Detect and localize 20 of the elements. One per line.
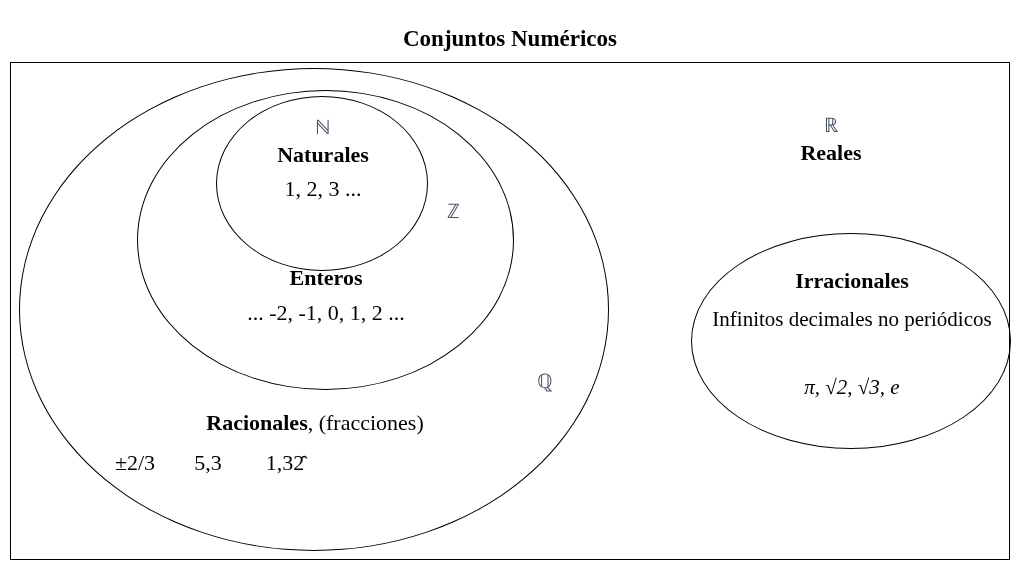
diagram-title: Conjuntos Numéricos — [402, 25, 618, 53]
set-name: Irracionales — [794, 267, 910, 295]
example-number: 5,3 — [193, 449, 223, 477]
example-number: 1,32̑ — [250, 449, 320, 477]
set-symbol: ℚ — [536, 369, 554, 394]
description-text: Infinitos decimales no periódicos — [711, 306, 993, 333]
example-list: 1, 2, 3 ... — [243, 175, 403, 203]
set-name: Enteros — [288, 264, 364, 292]
example-list: ... -2, -1, 0, 1, 2 ... — [176, 299, 476, 327]
example-list: π, √2, √3, e — [722, 374, 982, 401]
set-symbol: ℝ — [823, 113, 839, 138]
set-name: Reales — [799, 139, 863, 167]
example-number: ±2/3 — [113, 449, 157, 477]
set-name: Racionales, (fracciones) — [205, 409, 425, 437]
set-frame — [10, 62, 1010, 560]
set-ellipse — [216, 96, 428, 271]
set-symbol: ℤ — [445, 199, 461, 224]
set-name: Naturales — [276, 141, 370, 169]
set-ellipse — [19, 68, 609, 551]
set-symbol: ℕ — [314, 115, 332, 140]
